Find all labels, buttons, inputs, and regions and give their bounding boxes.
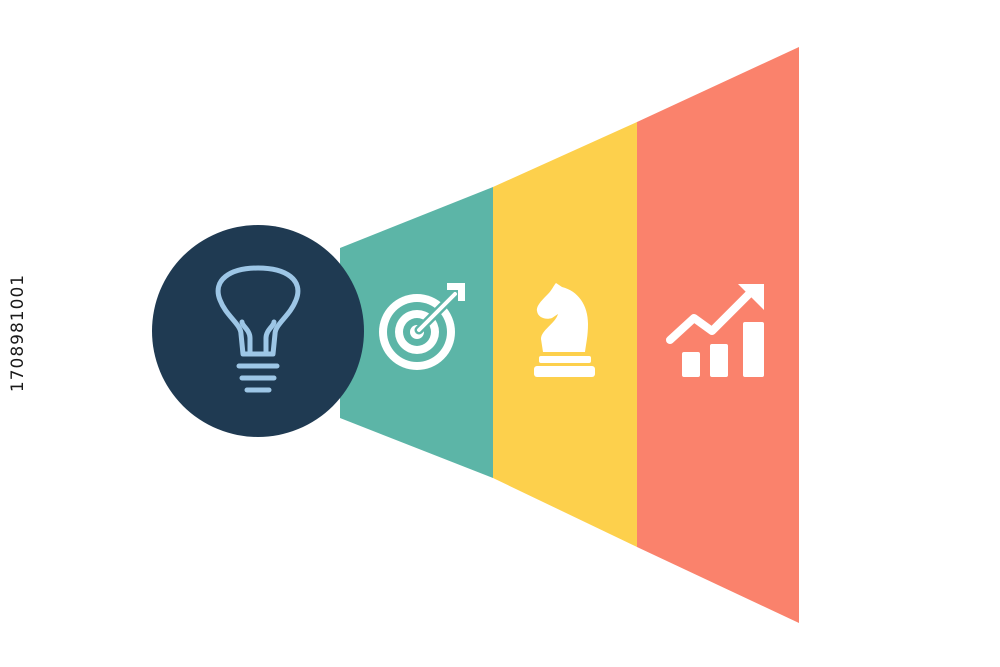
growth-chart-icon [666, 284, 764, 377]
chess-knight-icon [534, 283, 595, 377]
target-icon [379, 283, 465, 370]
idea-circle [152, 225, 364, 437]
lightbulb-icon [215, 265, 301, 393]
stock-id-label: 1708981001 [8, 273, 28, 393]
stage-segment-coral [637, 47, 799, 623]
